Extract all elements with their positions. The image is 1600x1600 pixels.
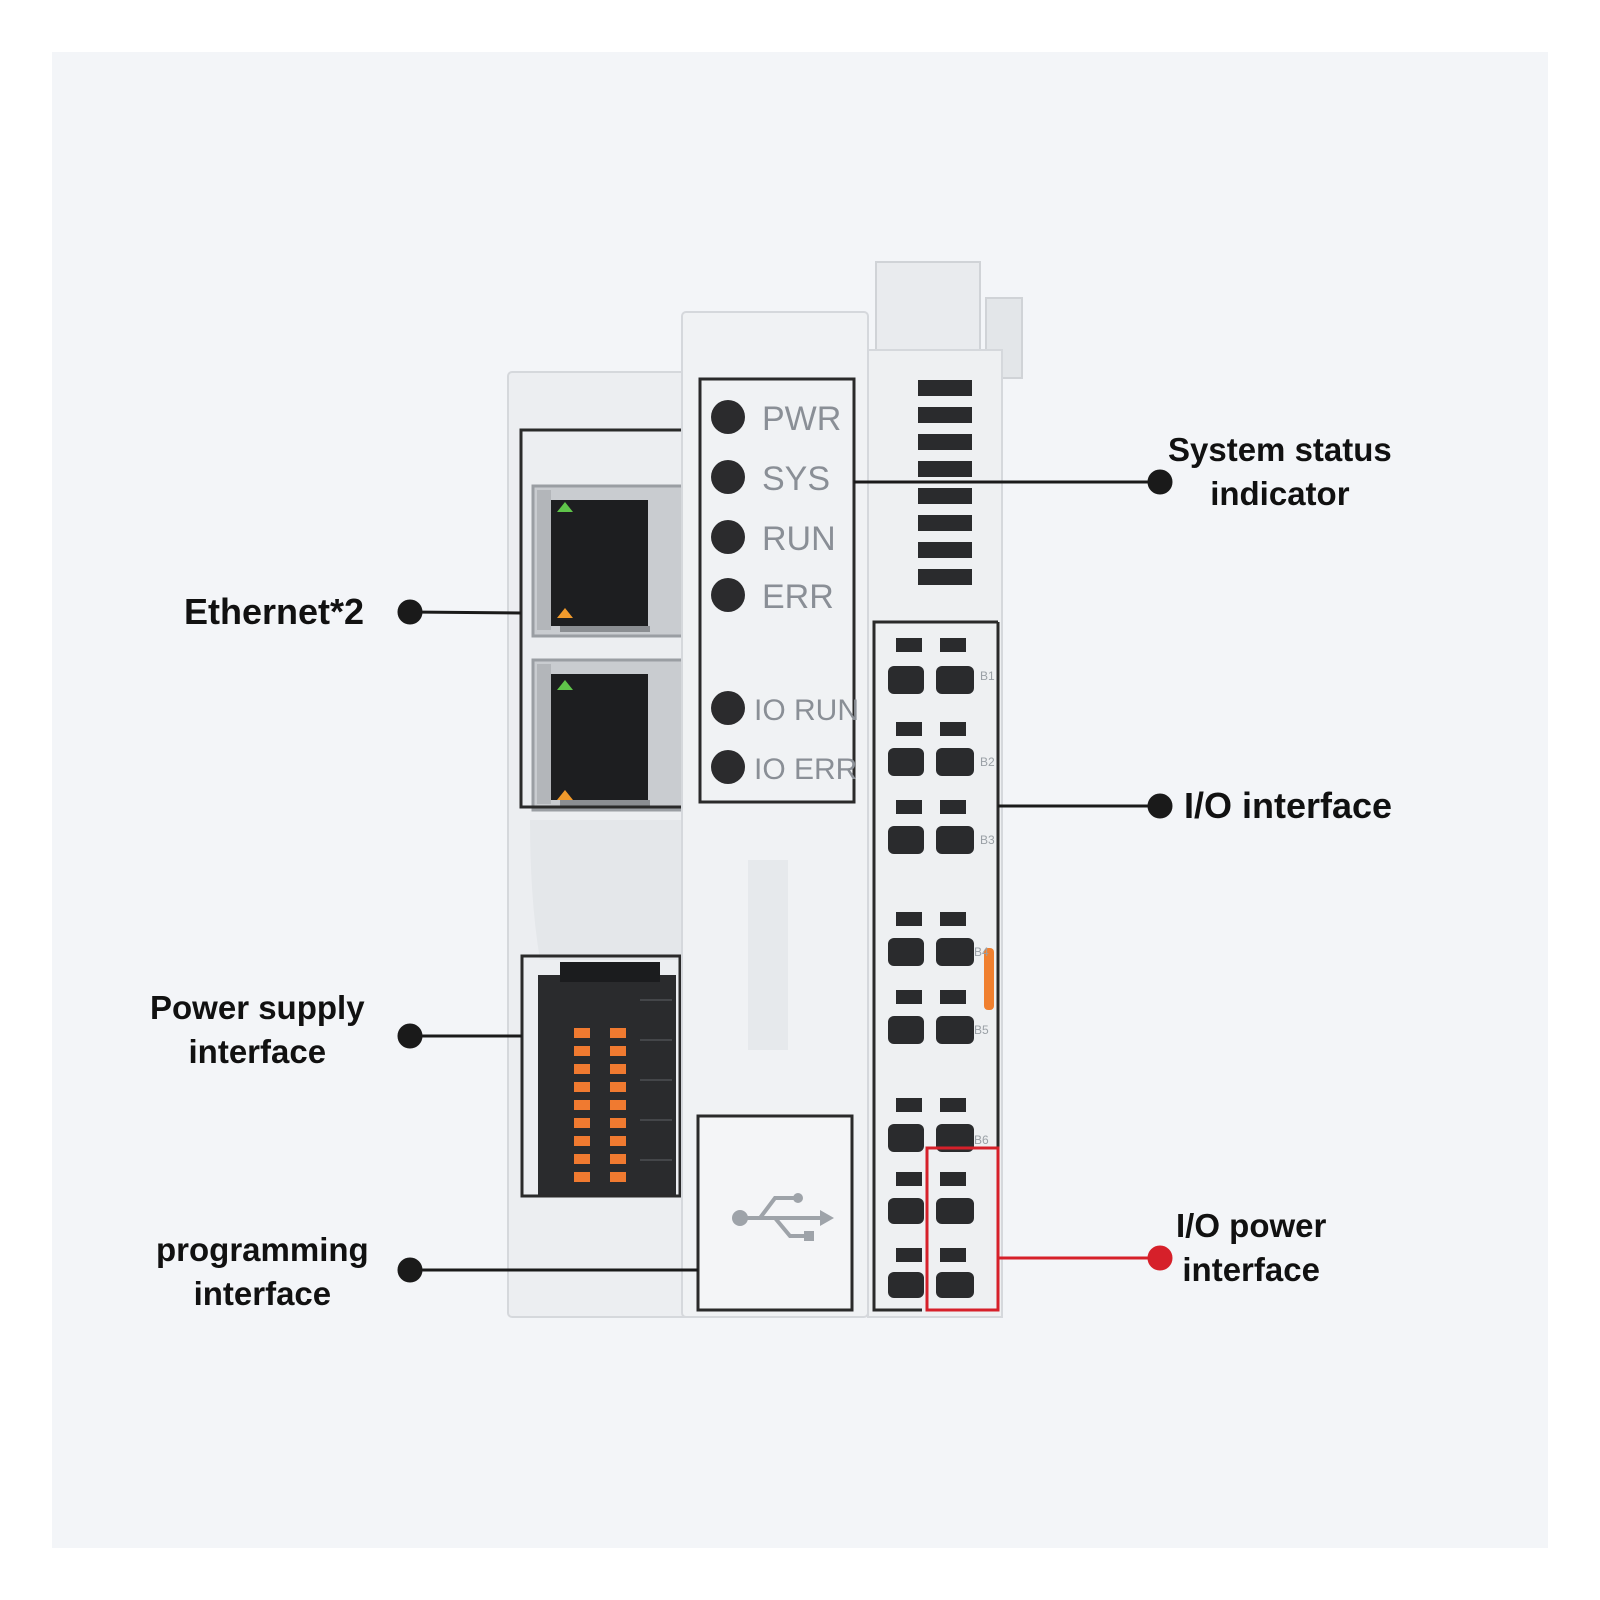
ethernet-port-2	[531, 658, 687, 812]
callout-programming: programming interface	[156, 1228, 369, 1316]
callout-programming-line-1: programming	[156, 1231, 369, 1268]
led-label-run: RUN	[762, 520, 836, 558]
io-interface-highlight-box	[872, 620, 998, 1312]
callout-io-interface: I/O interface	[1184, 784, 1392, 828]
status-led-group	[711, 400, 745, 784]
usb-icon	[732, 1193, 834, 1241]
ethernet-port-1	[531, 484, 687, 638]
io-terminal-block: B1 B2 B3 B4 B5 B6	[888, 638, 995, 1298]
callout-power-supply-line-2: interface	[188, 1033, 327, 1070]
right-module	[867, 261, 1023, 1318]
power-supply-highlight-box	[520, 954, 682, 1198]
callout-programming-line-2: interface	[193, 1275, 332, 1312]
callout-power-supply-line-1: Power supply	[150, 989, 365, 1026]
callout-leaders	[397, 469, 1173, 1283]
orange-release-tab	[984, 948, 994, 1010]
callout-system-status-line-2: indicator	[1210, 475, 1350, 512]
callout-power-supply: Power supply interface	[150, 986, 365, 1074]
terminal-label-b2: B2	[980, 755, 995, 769]
center-module	[681, 311, 869, 1318]
callout-io-interface-label: I/O interface	[1184, 785, 1393, 826]
io-power-leader	[998, 1245, 1173, 1271]
led-label-io-err: IO ERR	[754, 753, 857, 786]
terminal-label-b6: B6	[974, 1133, 989, 1147]
terminal-label-b3: B3	[980, 833, 995, 847]
callout-ethernet-label: Ethernet*2	[184, 591, 365, 632]
callout-io-power-line-1: I/O power	[1176, 1207, 1327, 1244]
led-label-sys: SYS	[762, 460, 830, 498]
led-label-io-run: IO RUN	[754, 694, 859, 727]
callout-io-power-line-2: interface	[1182, 1251, 1320, 1288]
power-supply-connector	[538, 962, 676, 1197]
programming-port-box	[696, 1114, 854, 1312]
led-label-err: ERR	[762, 578, 834, 616]
callout-ethernet: Ethernet*2	[184, 590, 364, 634]
callout-system-status: System status indicator	[1168, 428, 1392, 516]
led-label-pwr: PWR	[762, 400, 841, 438]
terminal-label-b4: B4	[974, 945, 989, 959]
terminal-label-b5: B5	[974, 1023, 989, 1037]
terminal-label-b1: B1	[980, 669, 995, 683]
io-power-highlight-box	[925, 1146, 1000, 1312]
callout-system-status-line-1: System status	[1168, 431, 1392, 468]
callout-io-power: I/O power interface	[1176, 1204, 1326, 1292]
status-panel-box	[698, 377, 856, 804]
